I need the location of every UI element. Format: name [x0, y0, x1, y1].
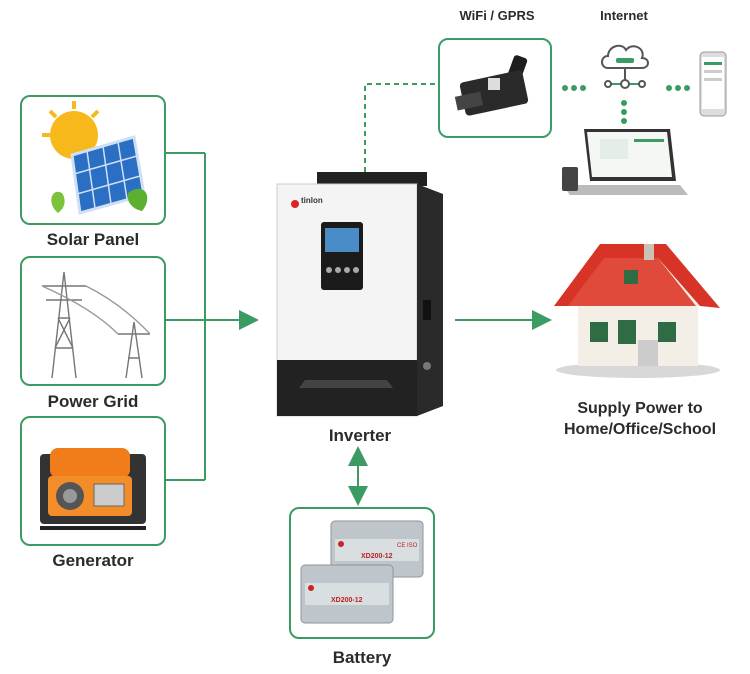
inverter-unit: tinlon: [275, 170, 447, 420]
power-grid-label: Power Grid: [47, 392, 139, 411]
network-dots: [562, 85, 690, 124]
house-icon: [554, 244, 720, 378]
battery-label: Battery: [332, 648, 392, 667]
supply-power-line1: Supply Power to: [577, 400, 703, 417]
power-grid-box: [20, 256, 166, 386]
laptop-icon: [562, 129, 688, 195]
inverter-image: [276, 172, 443, 417]
battery-icon: [300, 520, 424, 624]
wifi-dongle-icon: [454, 55, 529, 116]
solar-panel-label: Solar Panel: [46, 230, 140, 249]
supply-power-line2: Home/Office/School: [563, 421, 717, 438]
phone-icon: [699, 51, 727, 117]
inverter-label: Inverter: [328, 426, 392, 445]
solar-panel-icon: [42, 101, 148, 215]
solar-panel-box: [20, 95, 166, 225]
power-tower-icon: [41, 271, 151, 379]
source-bus-line: [165, 152, 259, 481]
battery-cert: CE ISO: [397, 543, 418, 549]
wifi-dashed-line: [364, 83, 438, 172]
supply-power-label: Supply Power to Home/Office/School: [545, 398, 735, 440]
battery-model-bottom: XD200-12: [331, 597, 363, 604]
cloud-icon: [601, 44, 649, 89]
generator-label: Generator: [52, 551, 134, 570]
inverter-brand: tinlon: [301, 196, 323, 205]
internet-label: Internet: [600, 8, 648, 23]
battery-box: XD200-12 XD200-12 CE ISO: [289, 507, 435, 639]
generator-icon: [40, 448, 146, 530]
generator-box: [20, 416, 166, 546]
wifi-label: WiFi / GPRS: [459, 8, 535, 23]
battery-model-top: XD200-12: [361, 553, 393, 560]
wifi-module-box: [438, 38, 552, 138]
